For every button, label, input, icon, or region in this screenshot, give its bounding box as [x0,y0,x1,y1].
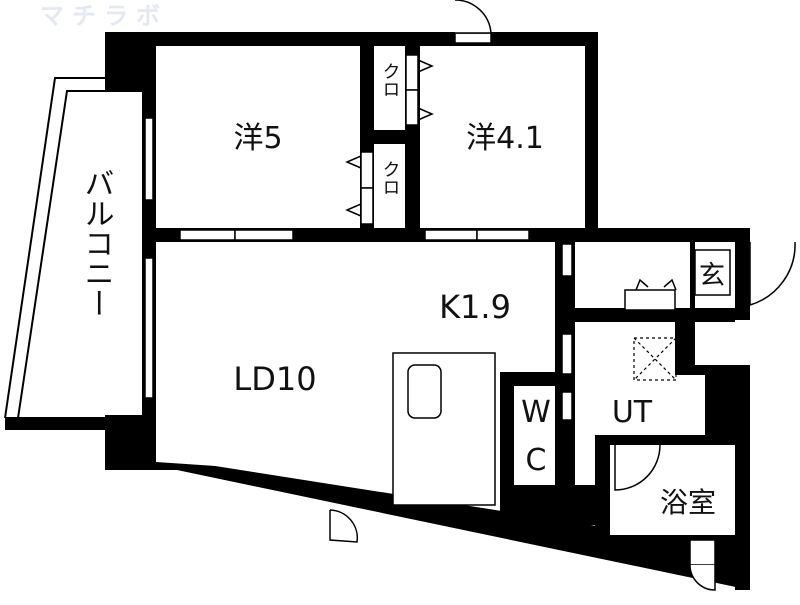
room-label-entrance: 玄 [699,261,725,291]
room-label-bedroom1: 洋5 [233,121,282,156]
room-label-closet1: クロ [380,62,401,98]
room-label-wc-w: W [521,395,551,430]
windows [144,117,573,421]
closet-doors [345,54,434,225]
room-label-balcony: バルコニー [79,168,114,318]
room-label-living-dining: LD10 [233,360,316,398]
room-label-closet2: クロ [380,160,401,196]
washer-space-icon [633,337,677,381]
balcony [4,77,142,419]
room-label-bedroom2: 洋4.1 [466,121,544,156]
sink-icon [407,364,442,419]
room-label-kitchen: K1.9 [439,288,511,326]
room-label-wc-c: C [526,443,547,478]
room-label-bath: 浴室 [660,486,716,519]
entrance-step [694,249,731,296]
room-label-utility: UT [612,395,653,430]
kitchen-counter [392,352,496,506]
watermark: マチラボ [40,2,168,30]
doors [329,0,796,591]
